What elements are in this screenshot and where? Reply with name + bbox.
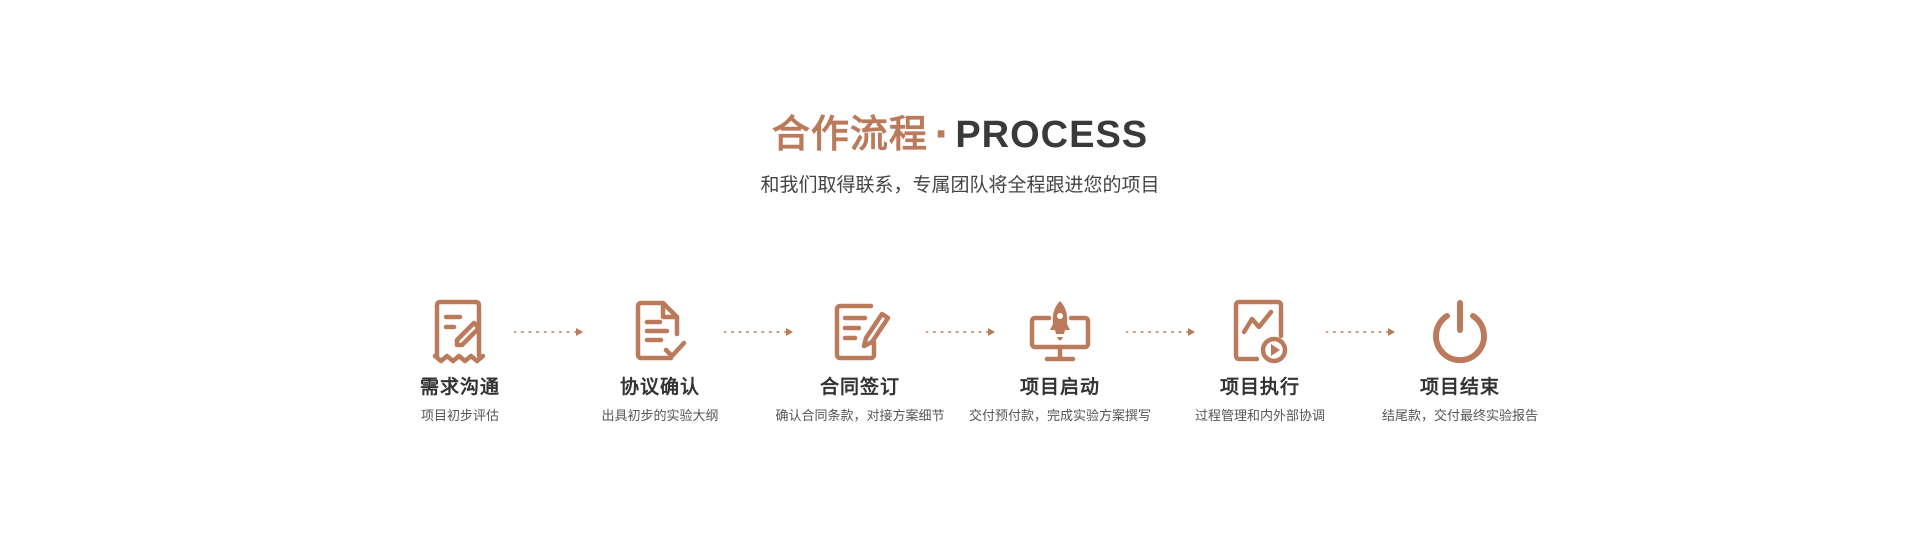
- step-description: 出具初步的实验大纲: [601, 409, 719, 424]
- connector-arrow: [926, 328, 995, 336]
- step-title: 需求沟通: [419, 376, 500, 398]
- section-title: 合作流程·PROCESS: [0, 108, 1920, 161]
- chart-play-icon: [1233, 299, 1288, 364]
- power-icon: [1433, 300, 1487, 364]
- step-title: 项目结束: [1419, 376, 1500, 398]
- title-chinese: 合作流程: [771, 112, 928, 156]
- process-step-contract: 合同签订 确认合同条款，对接方案细节: [760, 298, 960, 426]
- step-description: 项目初步评估: [420, 409, 499, 424]
- process-step-agreement: 协议确认 出具初步的实验大纲: [560, 298, 760, 426]
- process-steps: 需求沟通 项目初步评估 协议确认 出具初步的实验大纲: [0, 298, 1920, 438]
- step-title: 合同签订: [819, 376, 900, 398]
- contract-sign-pen-icon: [834, 303, 891, 361]
- section-subtitle: 和我们取得联系，专属团队将全程跟进您的项目: [760, 174, 1160, 196]
- title-separator: ·: [933, 112, 950, 156]
- connector-arrow: [724, 328, 793, 336]
- process-step-completion: 项目结束 结尾款，交付最终实验报告: [1360, 298, 1560, 426]
- connector-arrow: [1126, 328, 1195, 336]
- step-description: 过程管理和内外部协调: [1194, 409, 1325, 424]
- step-title: 协议确认: [619, 376, 700, 398]
- connector-arrow: [514, 328, 583, 336]
- agreement-document-check-icon: [635, 300, 687, 361]
- process-step-execution: 项目执行 过程管理和内外部协调: [1160, 298, 1360, 426]
- step-description: 结尾款，交付最终实验报告: [1381, 409, 1538, 424]
- process-step-requirement: 需求沟通 项目初步评估: [360, 298, 560, 426]
- step-title: 项目启动: [1019, 376, 1100, 398]
- step-title: 项目执行: [1219, 376, 1300, 398]
- title-english: PROCESS: [955, 114, 1149, 156]
- connector-arrow: [1326, 328, 1395, 336]
- process-step-kickoff: 项目启动 交付预付款，完成实验方案撰写: [960, 298, 1160, 426]
- rocket-monitor-icon: [1029, 301, 1091, 362]
- step-description: 交付预付款，完成实验方案撰写: [968, 409, 1151, 424]
- requirement-document-pen-icon: [432, 299, 486, 364]
- step-description: 确认合同条款，对接方案细节: [775, 409, 945, 424]
